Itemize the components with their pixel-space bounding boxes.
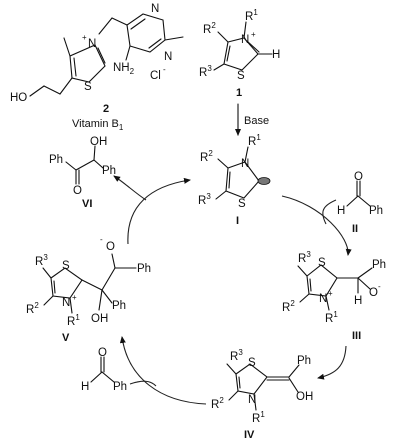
benzaldehyde-reagent-structure: O H Ph	[81, 347, 127, 393]
c1-compound-number: 1	[236, 87, 242, 99]
III-r1-label: R1	[325, 310, 338, 325]
V-r2-label: R2	[26, 301, 39, 316]
vitb1-pyrimidine-n2: N	[164, 51, 172, 63]
vitb1-nh2-label: NH2	[113, 62, 135, 76]
vitamin-b1-structure: N + S HO NH2 Cl - N N 2 Vitamin B1	[10, 3, 184, 132]
arrow-II-addition	[322, 199, 337, 225]
intermediate-I-structure: R1 R2 R3 N S I	[198, 133, 271, 227]
I-r2-label: R2	[200, 149, 213, 164]
V-ph-top-label: Ph	[137, 263, 151, 275]
c1-plus-charge: +	[251, 30, 256, 39]
intermediate-V-structure: R3 R2 R1 S N + O - Ph Ph OH V	[26, 235, 151, 344]
I-compound-number: I	[236, 215, 239, 227]
VI-ph-left-label: Ph	[49, 154, 63, 166]
VI-oh-label: OH	[90, 136, 107, 148]
vitb1-caption: Vitamin B1	[72, 118, 124, 132]
V-n-label: N	[62, 297, 70, 309]
IV-s-label: S	[248, 357, 256, 369]
vitb1-pyrimidine-n1: N	[151, 3, 159, 15]
c1-r1-label: R1	[245, 8, 258, 23]
I-r1-label: R1	[248, 133, 261, 148]
vitb1-plus-charge: +	[82, 33, 87, 42]
vitb1-ho-label: HO	[10, 92, 27, 104]
III-ph-label: Ph	[372, 259, 386, 271]
II-o-label: O	[354, 171, 363, 183]
I-s-label: S	[238, 198, 246, 210]
arrow-I-to-III	[281, 195, 352, 256]
VI-ph-right-label: Ph	[102, 165, 116, 177]
IV-r1-label: R1	[252, 410, 265, 425]
c1-h-label: H	[272, 49, 280, 61]
V-s-label: S	[62, 260, 70, 272]
V-r1-label: R1	[67, 313, 80, 328]
c1-r2-label: R2	[203, 21, 216, 36]
arrow-release-VI	[113, 175, 147, 201]
IV-oh-label: OH	[296, 391, 313, 403]
benzaldehyde-ph-label: Ph	[113, 381, 127, 393]
III-n-label: N	[319, 293, 327, 305]
V-plus-charge: +	[72, 293, 77, 302]
III-o-charge: -	[378, 282, 381, 291]
II-h-label: H	[337, 205, 345, 217]
vitb1-n-plus-label: N	[88, 38, 96, 50]
V-oh-label: OH	[91, 313, 108, 325]
III-o-label: O	[369, 287, 378, 299]
III-plus-charge: +	[328, 289, 333, 298]
IV-ph-label: Ph	[297, 355, 311, 367]
arrow-V-to-I	[127, 177, 191, 245]
reagent-II-structure: O H Ph II	[337, 171, 383, 235]
vitb1-chloride-charge: -	[163, 65, 166, 74]
compound-1-structure: R1 R2 R3 N + H S 1	[199, 8, 280, 99]
V-r3-label: R3	[35, 253, 48, 268]
arrow-IV-to-V	[119, 336, 207, 405]
VI-compound-number: VI	[82, 198, 92, 210]
III-s-label: S	[318, 257, 326, 269]
II-compound-number: II	[352, 223, 358, 235]
benzaldehyde-h-label: H	[81, 381, 89, 393]
V-o-charge: -	[100, 235, 103, 244]
V-ph-mid-label: Ph	[112, 300, 126, 312]
c1-r3-label: R3	[199, 64, 212, 79]
carbene-lone-pair	[257, 177, 271, 185]
IV-compound-number: IV	[244, 429, 255, 441]
VI-o-label: O	[73, 185, 82, 197]
intermediate-IV-structure: R3 R2 R1 S N Ph OH IV	[211, 348, 313, 441]
V-o-label: O	[106, 241, 115, 253]
vitb1-compound-number: 2	[103, 103, 109, 115]
arrow-benzaldehyde-addition	[129, 380, 157, 387]
IV-n-label: N	[248, 394, 256, 406]
vitb1-chloride-label: Cl	[150, 70, 161, 82]
benzaldehyde-o-label: O	[98, 347, 107, 359]
product-VI-structure: Ph OH O Ph VI	[49, 136, 116, 210]
III-compound-number: III	[352, 330, 361, 342]
c1-n-label: N	[241, 34, 249, 46]
III-h-label: H	[354, 295, 362, 307]
c1-s-label: S	[237, 70, 245, 82]
vitb1-s-label: S	[84, 81, 92, 93]
intermediate-III-structure: R3 R2 R1 S N + Ph O - H III	[282, 250, 386, 342]
IV-r3-label: R3	[230, 348, 243, 363]
V-compound-number: V	[62, 332, 70, 344]
IV-r2-label: R2	[211, 396, 224, 411]
III-r2-label: R2	[282, 299, 295, 314]
III-r3-label: R3	[298, 250, 311, 265]
I-n-label: N	[241, 158, 249, 170]
I-r3-label: R3	[198, 192, 211, 207]
arrow-III-to-IV	[317, 345, 347, 380]
II-ph-label: Ph	[369, 205, 383, 217]
base-label: Base	[244, 115, 269, 127]
